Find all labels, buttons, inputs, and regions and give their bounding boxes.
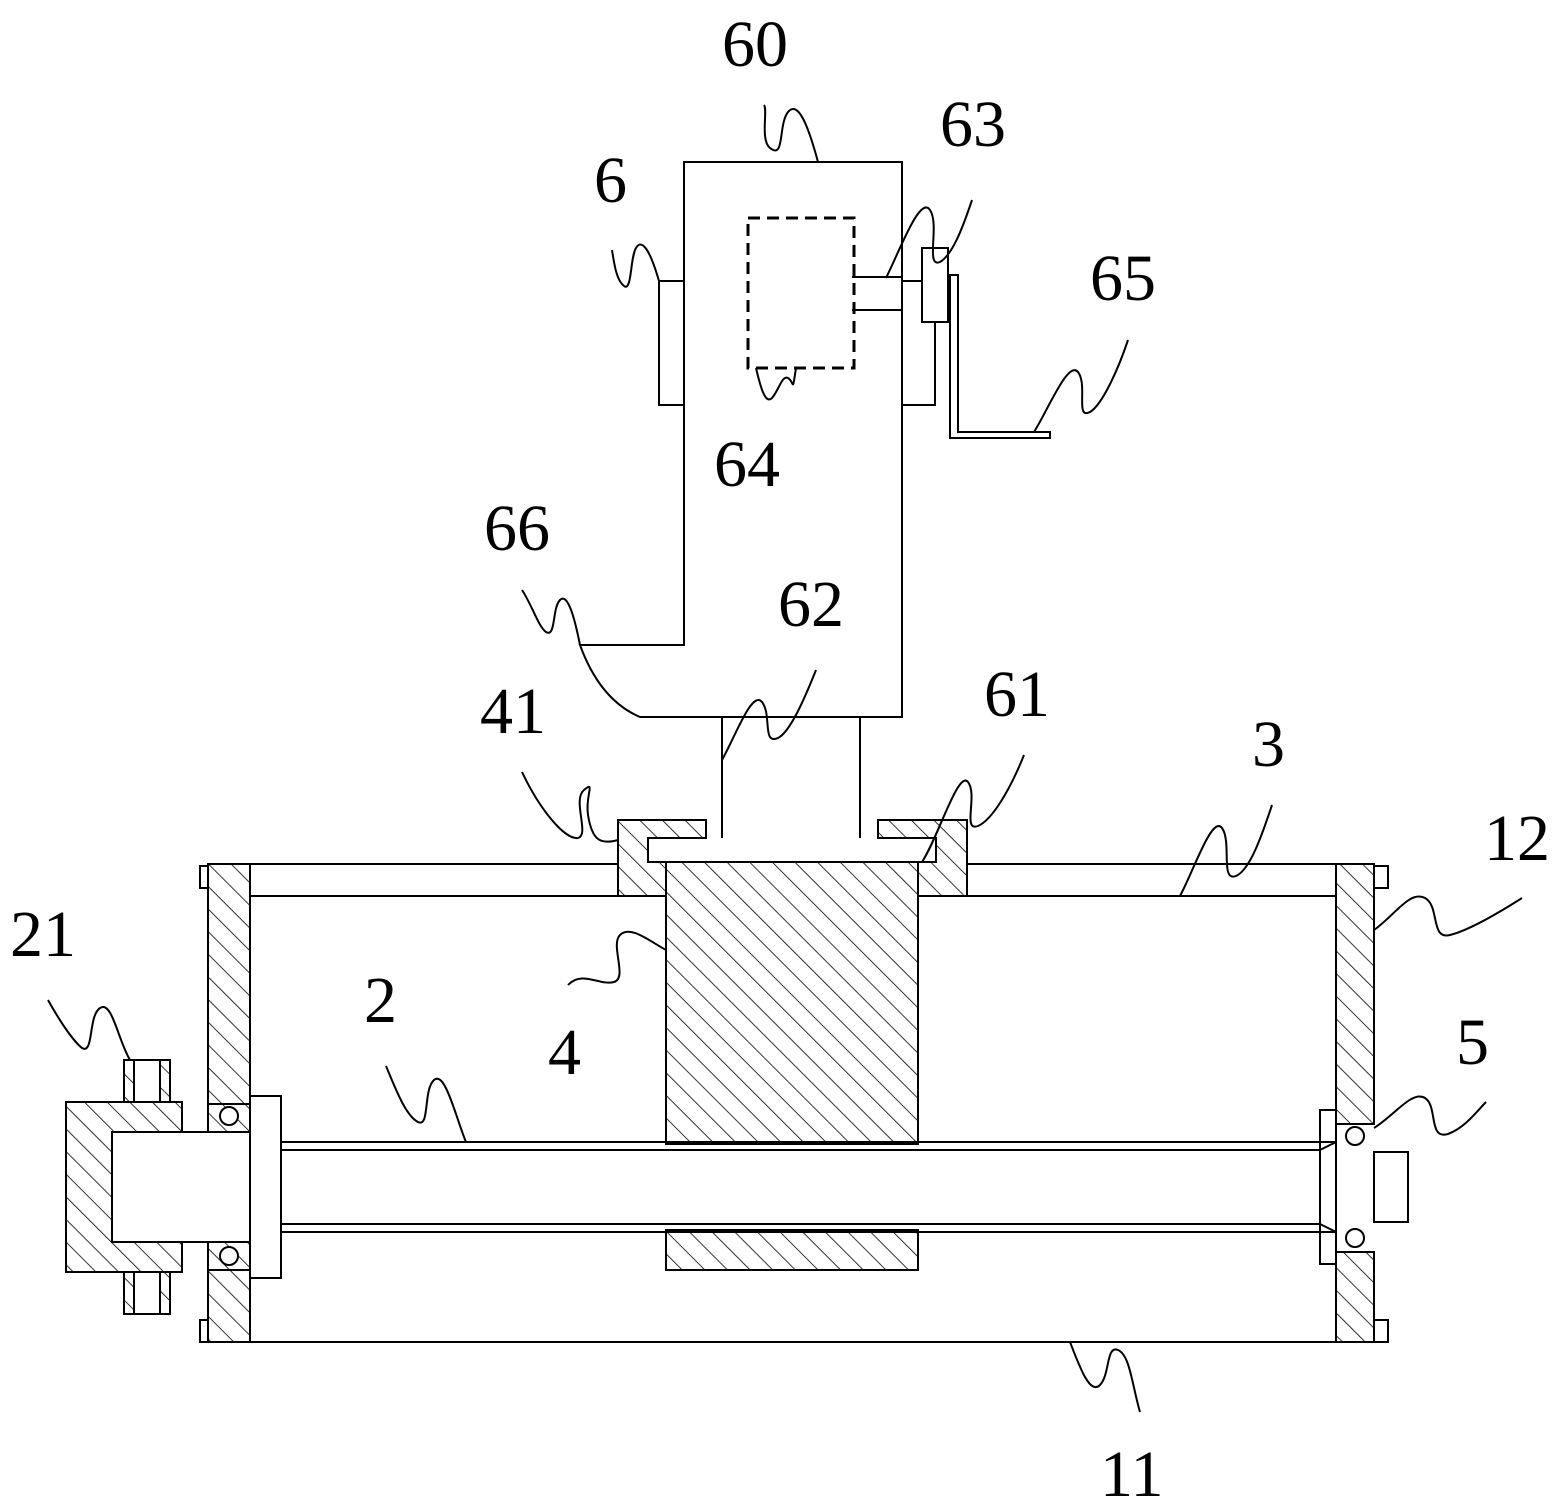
leader-41 — [521, 771, 619, 843]
left-end-wall — [199, 863, 282, 1343]
leader-63 — [885, 199, 973, 279]
lead-screw — [281, 1141, 1337, 1233]
label-2: 2 — [364, 964, 397, 1037]
label-61: 61 — [984, 658, 1050, 731]
left-side-plate — [658, 280, 685, 406]
upper-housing — [578, 161, 1051, 718]
slider-block-lower — [665, 1229, 919, 1271]
leader-5 — [1373, 1095, 1487, 1136]
leader-lines — [47, 104, 1523, 1413]
slider-assembly — [617, 819, 968, 1271]
inner-module-dashed — [746, 216, 856, 370]
leader-11 — [1069, 1341, 1141, 1413]
label-41: 41 — [480, 675, 546, 748]
reference-labels: 60 63 6 65 64 66 62 41 61 3 12 21 2 4 5 … — [10, 8, 1550, 1506]
label-6: 6 — [594, 144, 627, 217]
coupling — [65, 1059, 250, 1315]
label-5: 5 — [1456, 1006, 1489, 1079]
slider-block — [665, 861, 919, 1145]
label-12: 12 — [1484, 802, 1550, 875]
label-3: 3 — [1252, 708, 1285, 781]
label-21: 21 — [10, 898, 76, 971]
leader-65 — [1033, 339, 1129, 433]
leader-12 — [1373, 895, 1523, 937]
leader-6 — [611, 243, 660, 288]
leader-66 — [521, 589, 581, 646]
leader-3 — [1179, 804, 1273, 897]
leader-62 — [721, 669, 817, 761]
label-62: 62 — [778, 568, 844, 641]
neck — [721, 717, 861, 838]
leader-61 — [921, 754, 1025, 863]
housing-body — [578, 161, 903, 718]
coupling-body — [65, 1101, 183, 1273]
label-64: 64 — [714, 428, 780, 501]
leader-64 — [755, 367, 797, 401]
leader-21 — [47, 999, 131, 1061]
leader-60 — [763, 104, 819, 163]
label-4: 4 — [548, 1016, 581, 1089]
label-60: 60 — [722, 8, 788, 81]
leader-4 — [567, 930, 667, 986]
label-66: 66 — [484, 492, 550, 565]
label-63: 63 — [940, 88, 1006, 161]
frame — [250, 863, 1336, 1343]
label-65: 65 — [1090, 242, 1156, 315]
right-end-wall — [1319, 863, 1409, 1343]
leader-2 — [385, 1065, 467, 1143]
label-11: 11 — [1100, 1438, 1164, 1506]
l-shaped-bracket — [949, 274, 1051, 439]
